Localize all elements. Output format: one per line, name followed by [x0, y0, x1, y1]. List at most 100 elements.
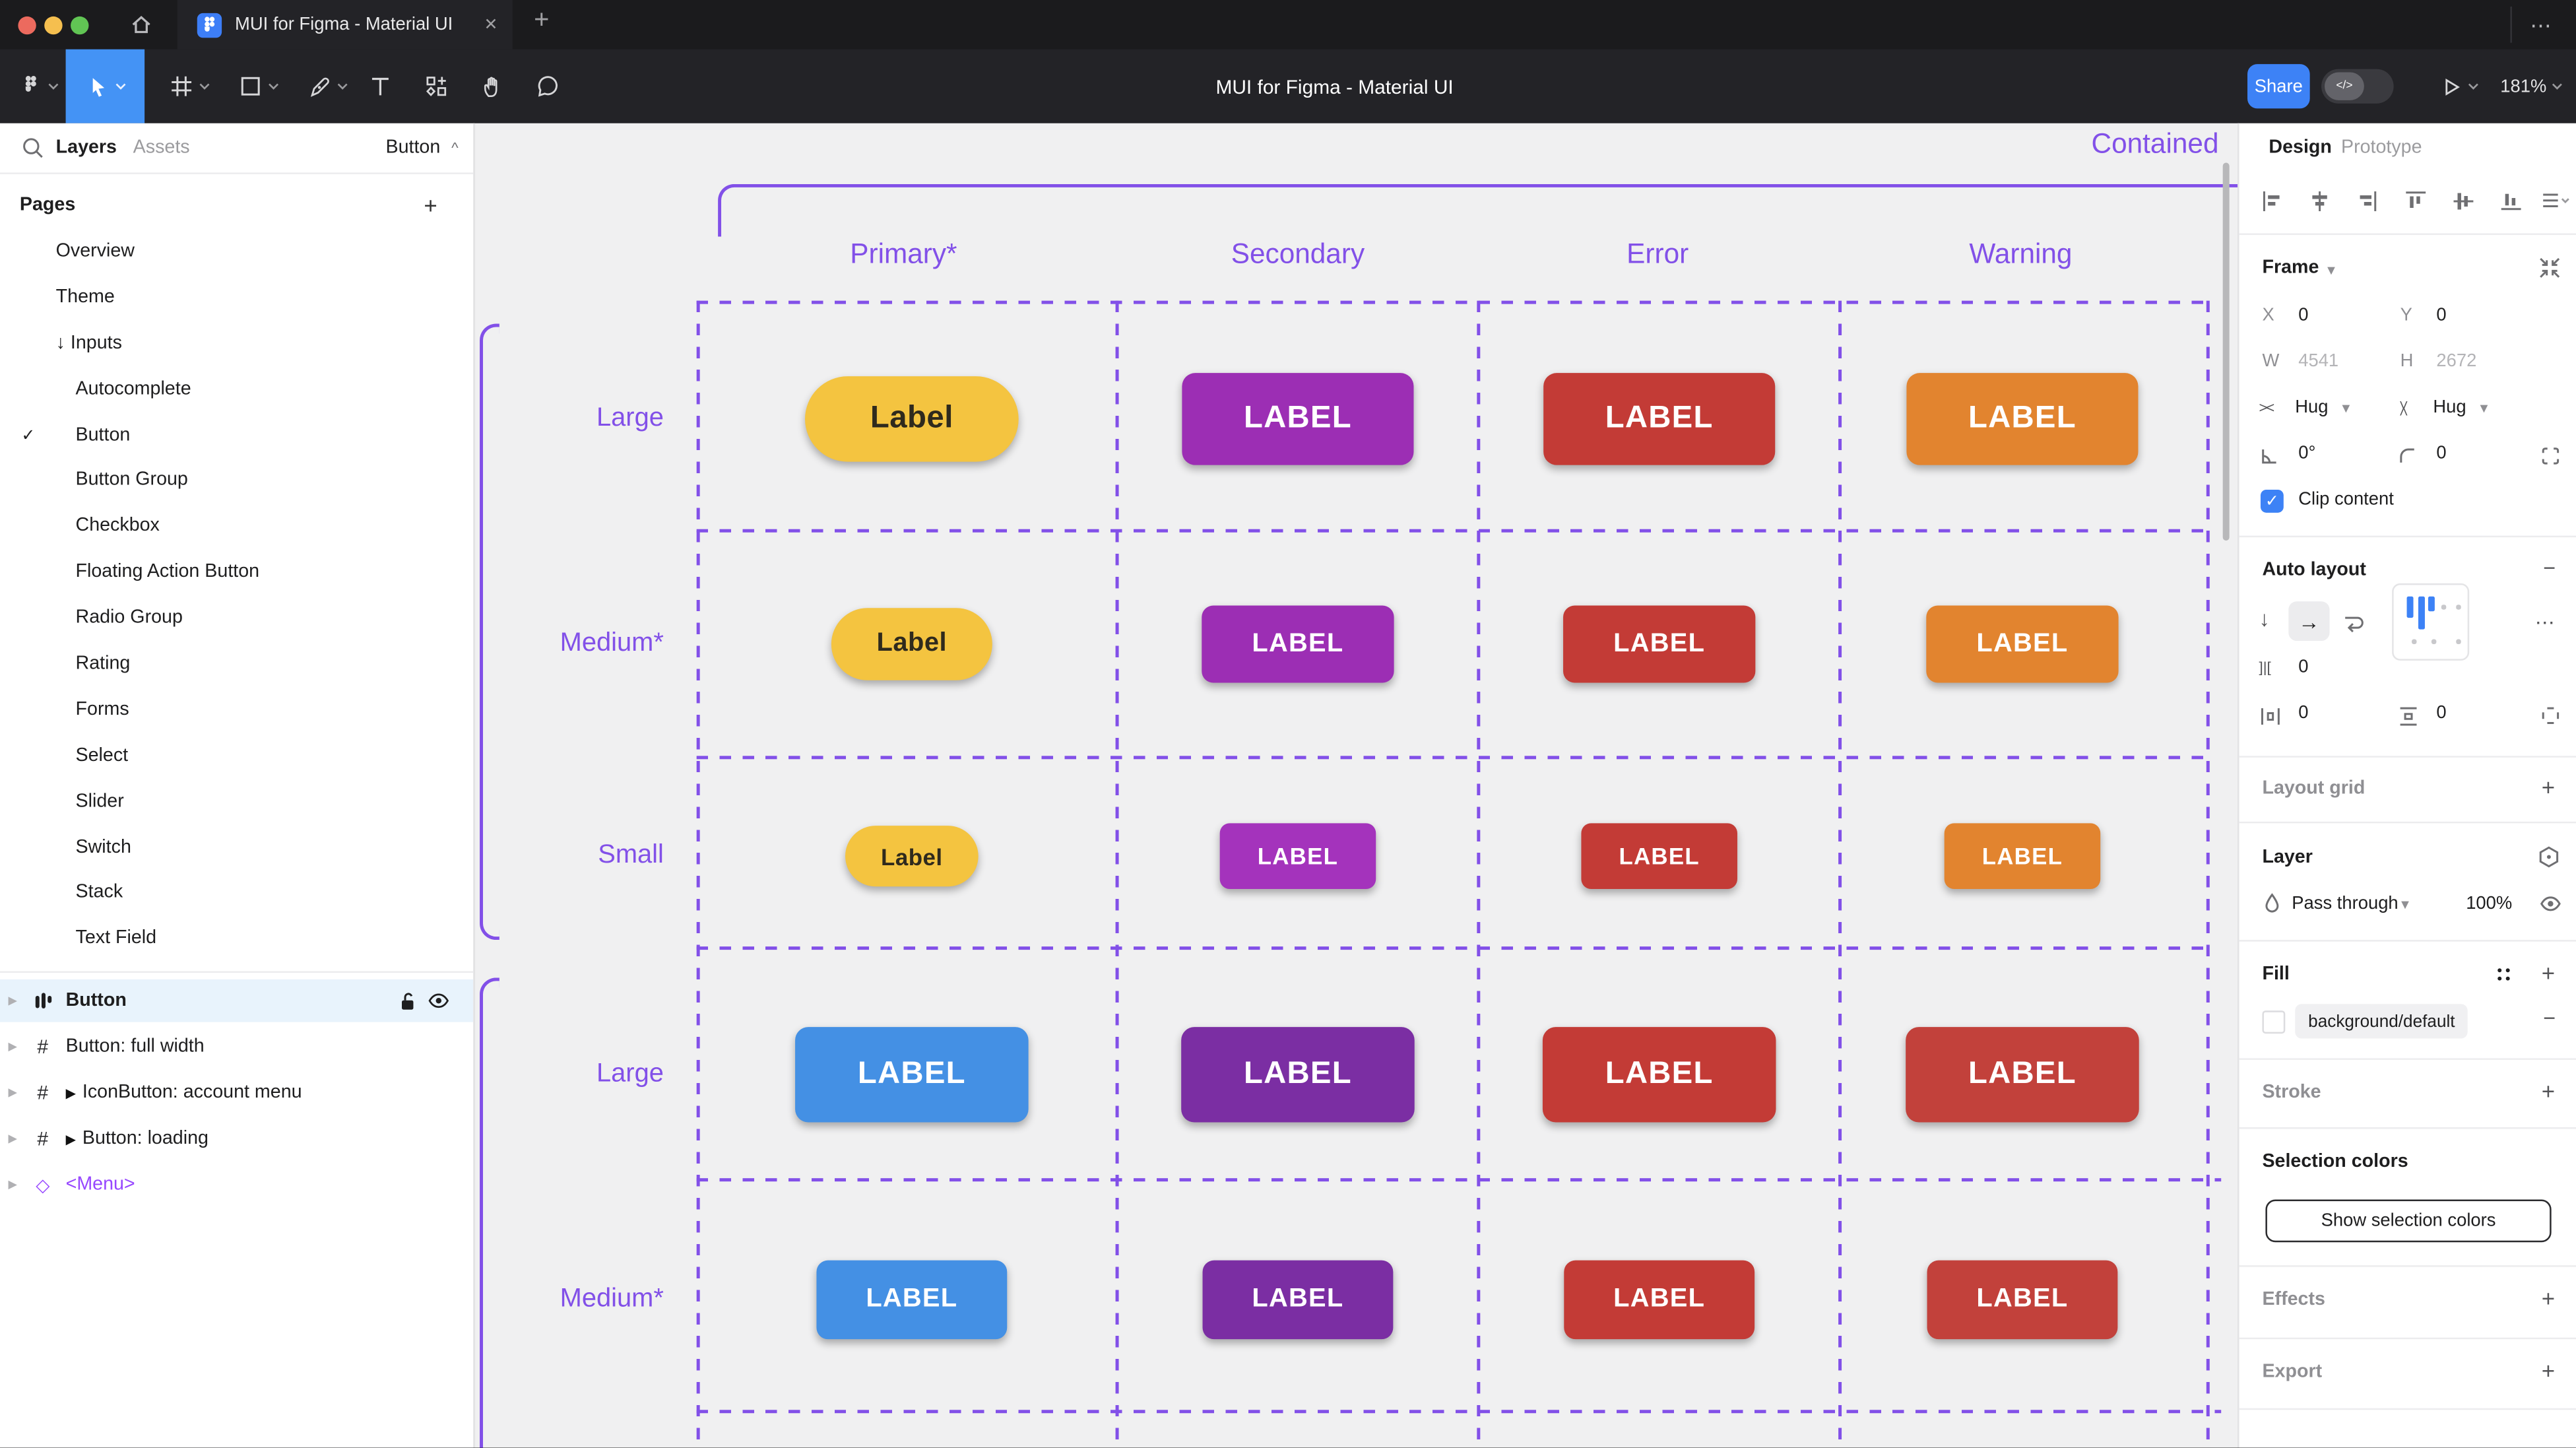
layer-section-header[interactable]: Layer: [2262, 847, 2313, 868]
layer-row-button[interactable]: ▶ Button: [0, 979, 474, 1022]
add-page-button[interactable]: +: [424, 192, 437, 219]
file-tab[interactable]: MUI for Figma - Material UI ✕: [177, 0, 513, 49]
sidebar-page-item[interactable]: ✓ Button: [0, 413, 473, 459]
chevron-down-icon[interactable]: ▼: [2325, 263, 2338, 278]
pages-header[interactable]: Pages: [19, 195, 76, 216]
window-more-icon[interactable]: ⋯: [2530, 13, 2554, 38]
visibility-eye-icon[interactable]: [2538, 894, 2563, 913]
individual-padding-icon[interactable]: [2540, 705, 2561, 726]
canvas-button[interactable]: LABEL: [1219, 823, 1376, 889]
layer-row-menu-component[interactable]: ▶ ◇ <Menu>: [0, 1164, 473, 1206]
expand-chevron-icon[interactable]: ▶: [8, 1179, 17, 1192]
add-effect-button[interactable]: +: [2541, 1285, 2556, 1311]
align-horizontal-center-icon[interactable]: [2308, 189, 2331, 213]
sidebar-page-item[interactable]: Text Field: [0, 917, 473, 963]
canvas-button[interactable]: LABEL: [1926, 605, 2119, 683]
expand-chevron-icon[interactable]: ▶: [8, 995, 17, 1008]
canvas-button[interactable]: LABEL: [1927, 1260, 2118, 1340]
visibility-eye-icon[interactable]: [427, 991, 450, 1010]
layer-row-button-loading[interactable]: ▶ # ▶ Button: loading: [0, 1117, 473, 1160]
layer-row-button-full-width[interactable]: ▶ # Button: full width: [0, 1026, 473, 1069]
collapse-panel-icon[interactable]: [2538, 256, 2561, 279]
sidebar-page-item[interactable]: Theme: [0, 276, 473, 321]
export-section-header[interactable]: Export: [2262, 1362, 2323, 1382]
auto-layout-header[interactable]: Auto layout: [2262, 560, 2366, 580]
canvas-button[interactable]: LABEL: [1906, 373, 2139, 465]
sidebar-page-item[interactable]: Stack: [0, 872, 473, 917]
chevron-down-icon[interactable]: ▼: [2399, 897, 2412, 912]
remove-auto-layout-button[interactable]: −: [2543, 555, 2556, 580]
align-right-icon[interactable]: [2356, 189, 2379, 213]
comment-tool-button[interactable]: [523, 49, 572, 123]
canvas-button[interactable]: LABEL: [1581, 823, 1737, 889]
horizontal-padding-value[interactable]: 0: [2298, 703, 2309, 723]
canvas-button[interactable]: LABEL: [1182, 373, 1414, 465]
clip-content-label[interactable]: Clip content: [2298, 489, 2394, 510]
vertical-padding-value[interactable]: 0: [2436, 703, 2447, 723]
canvas-button[interactable]: LABEL: [1542, 1027, 1776, 1123]
h-value[interactable]: 2672: [2436, 351, 2477, 372]
share-button[interactable]: Share: [2247, 64, 2310, 109]
vertical-resizing-value[interactable]: Hug: [2433, 397, 2466, 418]
direction-down-icon[interactable]: ↓: [2259, 606, 2270, 632]
align-top-icon[interactable]: [2404, 189, 2427, 213]
present-button[interactable]: [2431, 49, 2488, 123]
add-fill-button[interactable]: +: [2541, 960, 2556, 986]
zoom-level-control[interactable]: 181%: [2494, 49, 2570, 123]
independent-corners-icon[interactable]: [2540, 445, 2561, 467]
gap-value[interactable]: 0: [2298, 657, 2309, 677]
fill-style-chip[interactable]: background/default: [2295, 1004, 2468, 1039]
layer-row-iconbutton-account-menu[interactable]: ▶ # ▶ IconButton: account menu: [0, 1071, 473, 1114]
add-layout-grid-button[interactable]: +: [2541, 773, 2556, 801]
tab-close-icon[interactable]: ✕: [484, 15, 498, 34]
corner-radius-value[interactable]: 0: [2436, 444, 2447, 464]
frame-tool-button[interactable]: [158, 49, 220, 123]
sidebar-page-item[interactable]: Button Group: [0, 459, 473, 505]
close-window-button[interactable]: [18, 15, 36, 34]
tab-prototype[interactable]: Prototype: [2340, 138, 2422, 158]
search-icon[interactable]: [21, 137, 44, 160]
sidebar-page-item[interactable]: Forms: [0, 688, 473, 734]
sidebar-page-item[interactable]: Radio Group: [0, 597, 473, 642]
blend-mode-value[interactable]: Pass through: [2292, 894, 2399, 914]
current-component-label[interactable]: Button: [385, 138, 441, 158]
hand-tool-button[interactable]: [467, 49, 516, 123]
blend-mode-icon[interactable]: [2536, 845, 2561, 869]
sidebar-page-item[interactable]: Autocomplete: [0, 368, 473, 413]
canvas-button[interactable]: Label: [831, 608, 992, 680]
add-export-button[interactable]: +: [2541, 1357, 2556, 1384]
layout-grid-header[interactable]: Layout grid: [2262, 779, 2366, 799]
chevron-down-icon[interactable]: ▼: [2477, 401, 2491, 416]
horizontal-resizing-value[interactable]: Hug: [2295, 397, 2329, 418]
pen-tool-button[interactable]: [296, 49, 358, 123]
sidebar-page-item[interactable]: Select: [0, 734, 473, 779]
canvas-button[interactable]: LABEL: [1202, 1260, 1394, 1340]
effects-section-header[interactable]: Effects: [2262, 1290, 2325, 1310]
align-bottom-icon[interactable]: [2499, 189, 2522, 213]
canvas-button[interactable]: LABEL: [816, 1260, 1008, 1340]
opacity-value[interactable]: 100%: [2466, 894, 2513, 914]
chevron-down-icon[interactable]: ▼: [2339, 401, 2353, 416]
canvas-button[interactable]: LABEL: [1564, 1260, 1755, 1340]
canvas-button[interactable]: LABEL: [1906, 1027, 2139, 1123]
shape-tool-button[interactable]: [227, 49, 290, 123]
auto-layout-more-icon[interactable]: ⋯: [2534, 611, 2557, 635]
align-vertical-center-icon[interactable]: [2451, 189, 2474, 213]
alignment-widget[interactable]: [2392, 583, 2470, 661]
tab-design[interactable]: Design: [2269, 138, 2332, 158]
sidebar-page-item[interactable]: Rating: [0, 643, 473, 688]
text-tool-button[interactable]: [355, 49, 404, 123]
zoom-window-button[interactable]: [71, 15, 89, 34]
minimize-window-button[interactable]: [44, 15, 63, 34]
sidebar-page-item[interactable]: Floating Action Button: [0, 551, 473, 597]
sidebar-page-item[interactable]: Checkbox: [0, 505, 473, 550]
expand-chevron-icon[interactable]: ▶: [8, 1088, 17, 1100]
x-value[interactable]: 0: [2298, 306, 2309, 325]
canvas-button[interactable]: Label: [845, 826, 979, 887]
add-stroke-button[interactable]: +: [2541, 1078, 2556, 1105]
frame-title[interactable]: Contained: [2091, 128, 2219, 160]
canvas-button[interactable]: Label: [805, 376, 1019, 462]
sidebar-page-item[interactable]: Switch: [0, 826, 473, 871]
align-left-icon[interactable]: [2261, 189, 2284, 213]
